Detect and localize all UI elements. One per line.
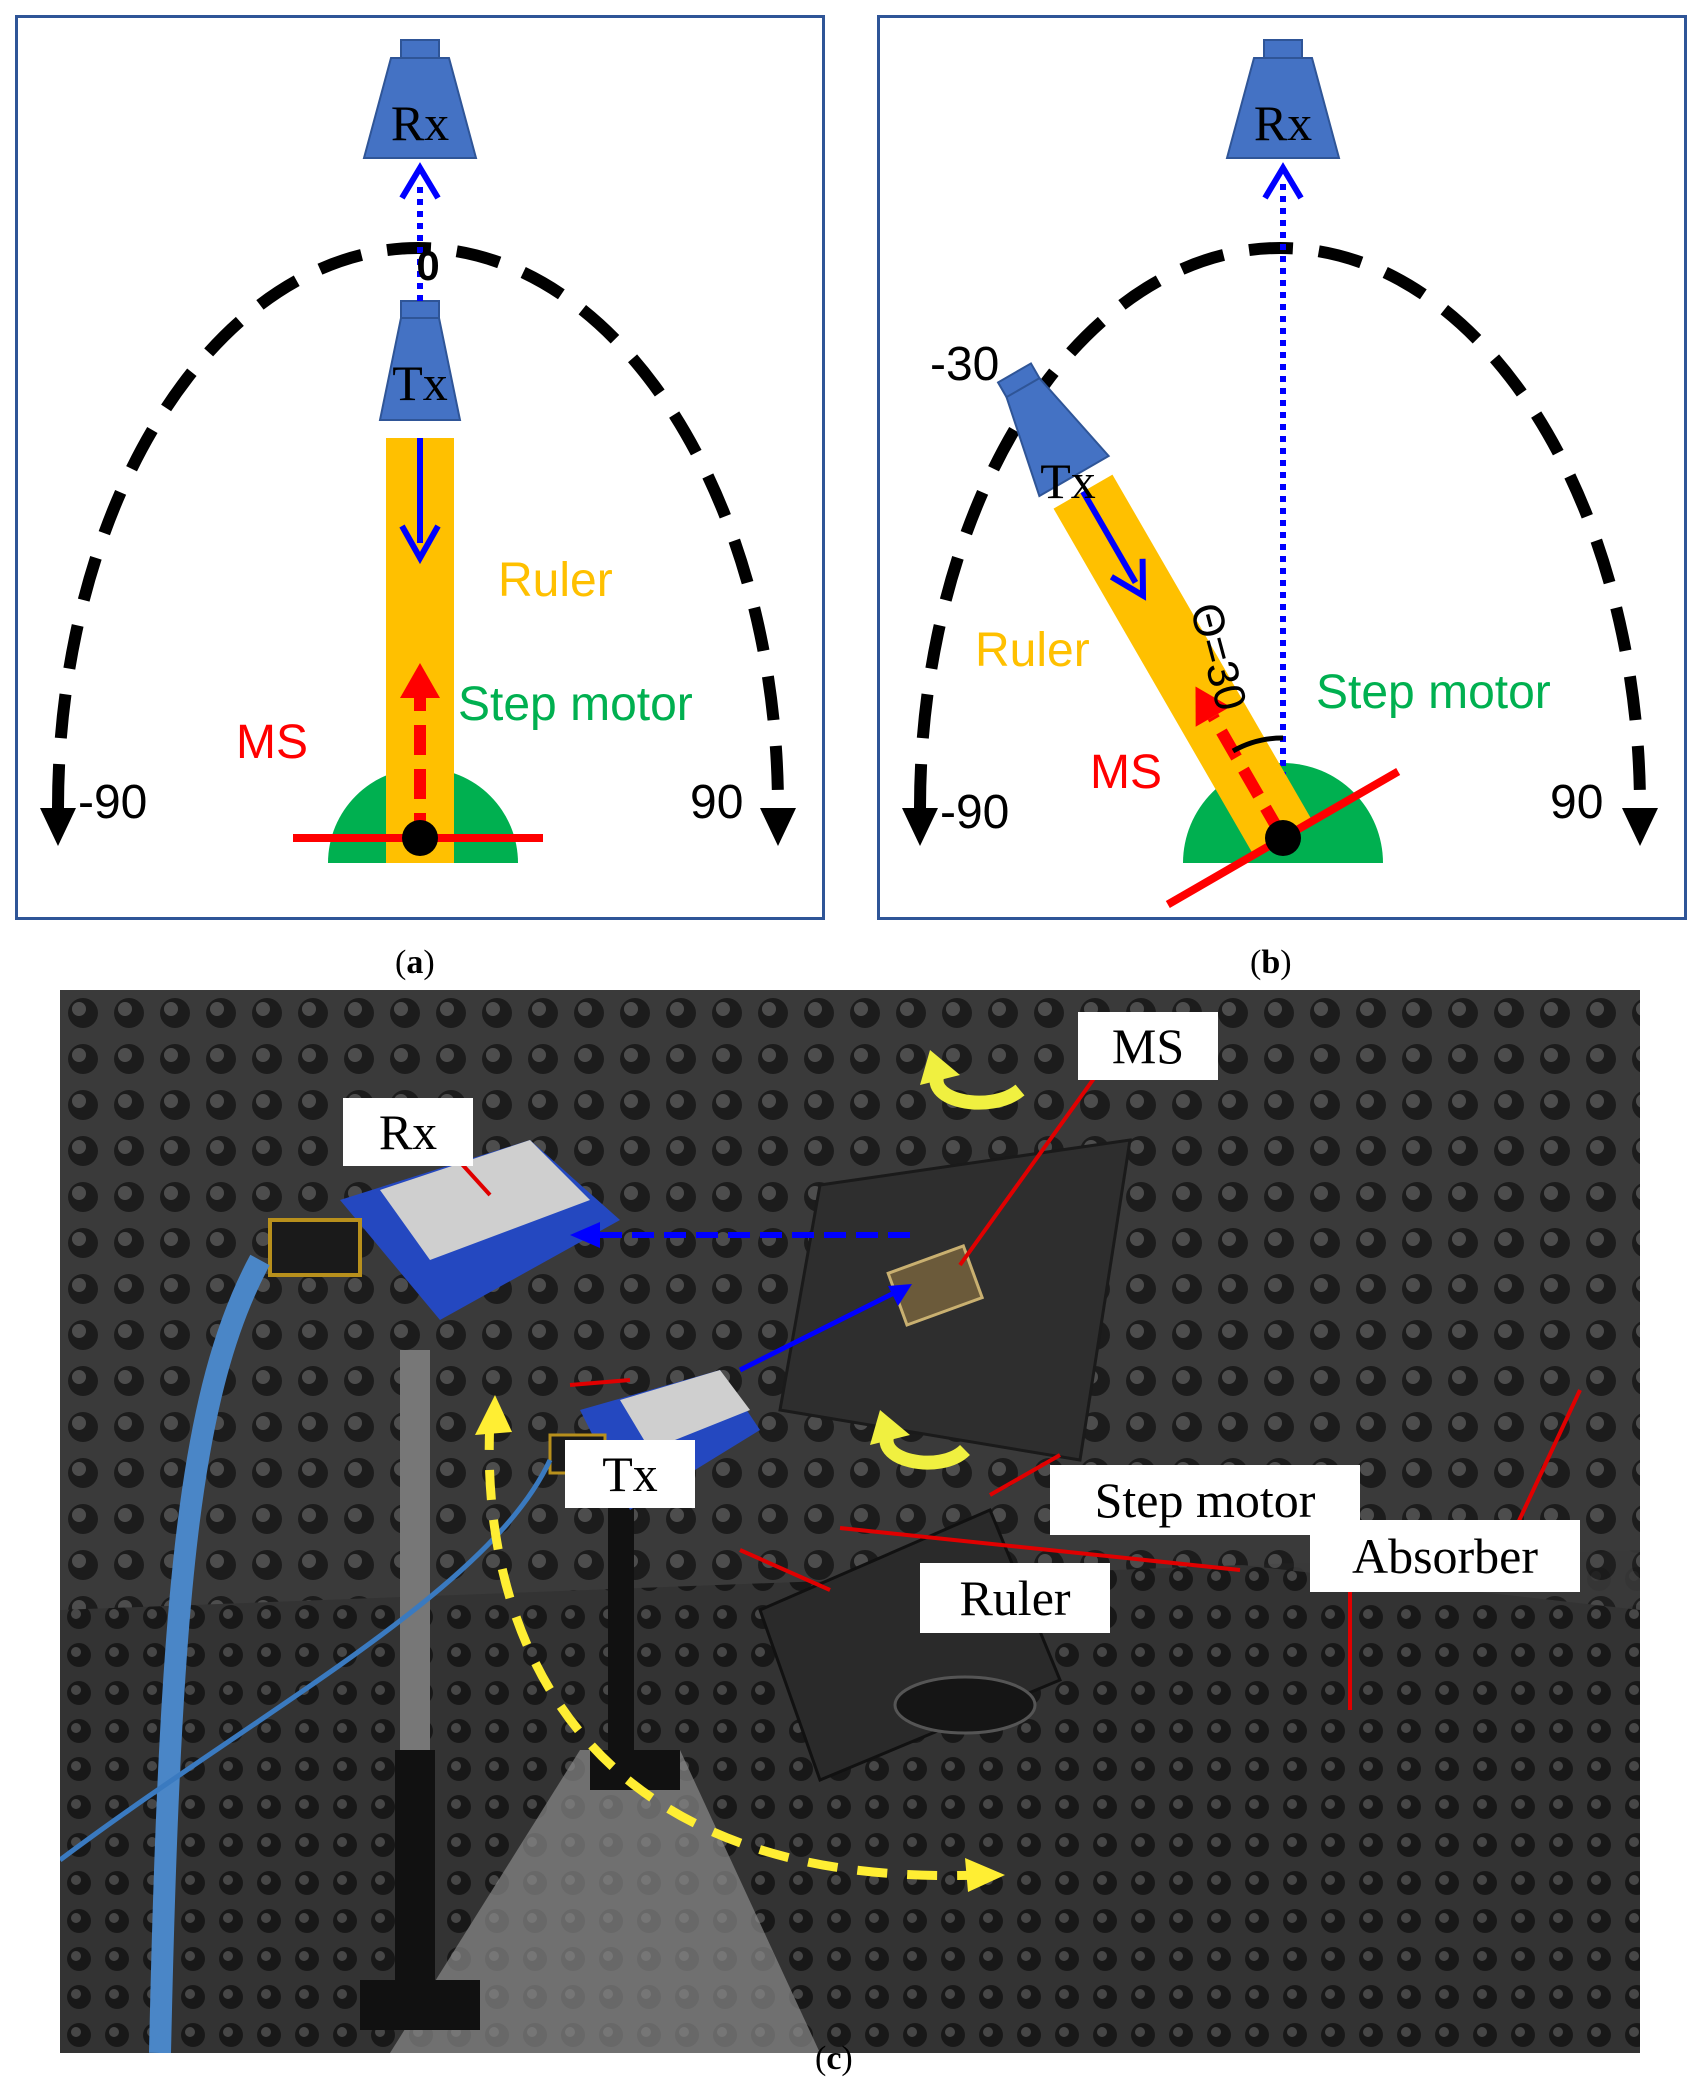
rx-post-lower bbox=[395, 1750, 435, 1990]
pivot bbox=[402, 820, 438, 856]
measurement-setup-illustration bbox=[58, 990, 1640, 2054]
ruler-label: Ruler bbox=[975, 624, 1090, 677]
tx-cable bbox=[58, 1458, 553, 1863]
rx-cable bbox=[149, 1254, 270, 2054]
panel-c-photo: MS Rx Tx Step motor Absorber Ruler bbox=[58, 990, 1640, 2054]
step-motor-label: Step motor bbox=[458, 678, 693, 731]
absorber-label: Absorber bbox=[1310, 1520, 1580, 1592]
panel-a-diagram: Rx Tx 0 Ruler MS Step motor -90 90 bbox=[40, 39, 796, 863]
left-angle-label: -90 bbox=[940, 786, 1009, 839]
ruler-label: Ruler bbox=[920, 1563, 1110, 1633]
metal-rail bbox=[390, 1750, 820, 2053]
tx-label: Tx bbox=[565, 1440, 695, 1508]
rotation-path bbox=[484, 1419, 981, 1881]
caption-a: (a) bbox=[395, 944, 435, 981]
angle-label: -30 bbox=[930, 338, 999, 391]
absorber-floor bbox=[60, 1550, 1640, 2053]
rx-connector bbox=[268, 1218, 362, 1277]
ruler-label: Ruler bbox=[498, 554, 613, 607]
step-motor-label: Step motor bbox=[1050, 1465, 1360, 1535]
caption-c: (c) bbox=[815, 2040, 853, 2077]
right-angle-label: 90 bbox=[1550, 776, 1603, 829]
zero-angle-label: 0 bbox=[416, 242, 439, 289]
rx-label: Rx bbox=[391, 95, 449, 151]
tx-label: Tx bbox=[1040, 453, 1096, 509]
step-motor-pointer bbox=[989, 1453, 1061, 1497]
ms-label: MS bbox=[236, 716, 308, 769]
left-arc-arrowhead bbox=[902, 808, 938, 846]
incident-arrow bbox=[399, 524, 441, 565]
rx-base bbox=[360, 1980, 480, 2030]
incident-path bbox=[738, 1287, 902, 1373]
right-angle-label: 90 bbox=[690, 776, 743, 829]
ruler-pointer bbox=[739, 1548, 831, 1592]
ms-arrowhead bbox=[1195, 686, 1231, 727]
rx-horn bbox=[1225, 57, 1341, 159]
panel-b-diagram: Rx Tx -30 Θ=30 Ruler MS Step motor -90 9… bbox=[902, 39, 1658, 908]
absorber-pointer-2 bbox=[1508, 1389, 1582, 1541]
incident-arrow bbox=[1109, 558, 1147, 601]
pivot bbox=[1265, 820, 1301, 856]
ms-label: MS bbox=[1078, 1012, 1218, 1080]
tx-pointer bbox=[569, 1378, 631, 1387]
rx-module-plate bbox=[380, 1140, 590, 1260]
absorber-right-wall bbox=[1110, 990, 1640, 1610]
right-arc-arrowhead bbox=[1622, 808, 1658, 846]
tx-module-plate bbox=[620, 1370, 750, 1450]
ms-pointer bbox=[958, 1068, 1102, 1267]
ms-arrowhead bbox=[400, 663, 440, 698]
theta-arc bbox=[1231, 735, 1284, 754]
rx-post bbox=[400, 1350, 430, 1770]
rx-label: Rx bbox=[1254, 95, 1312, 151]
panel-a: Rx Tx 0 Ruler MS Step motor -90 90 bbox=[15, 15, 825, 920]
ruler-bar bbox=[1053, 474, 1313, 855]
right-arc-arrowhead bbox=[760, 808, 796, 846]
step-motor bbox=[893, 1675, 1037, 1735]
tx-horn bbox=[1005, 376, 1111, 498]
tx-label: Tx bbox=[392, 355, 448, 411]
rx-horn bbox=[362, 57, 478, 159]
caption-b: (b) bbox=[1250, 944, 1292, 981]
tx-horn bbox=[378, 317, 462, 421]
rx-label: Rx bbox=[343, 1098, 473, 1166]
ms-label: MS bbox=[1090, 746, 1162, 799]
left-arc-arrowhead bbox=[40, 808, 76, 846]
left-angle-label: -90 bbox=[78, 776, 147, 829]
panel-b: Rx Tx -30 Θ=30 Ruler MS Step motor -90 9… bbox=[877, 15, 1687, 920]
absorber-pointer-1 bbox=[839, 1526, 1241, 1572]
tx-post bbox=[608, 1490, 634, 1750]
step-motor-label: Step motor bbox=[1316, 666, 1551, 719]
